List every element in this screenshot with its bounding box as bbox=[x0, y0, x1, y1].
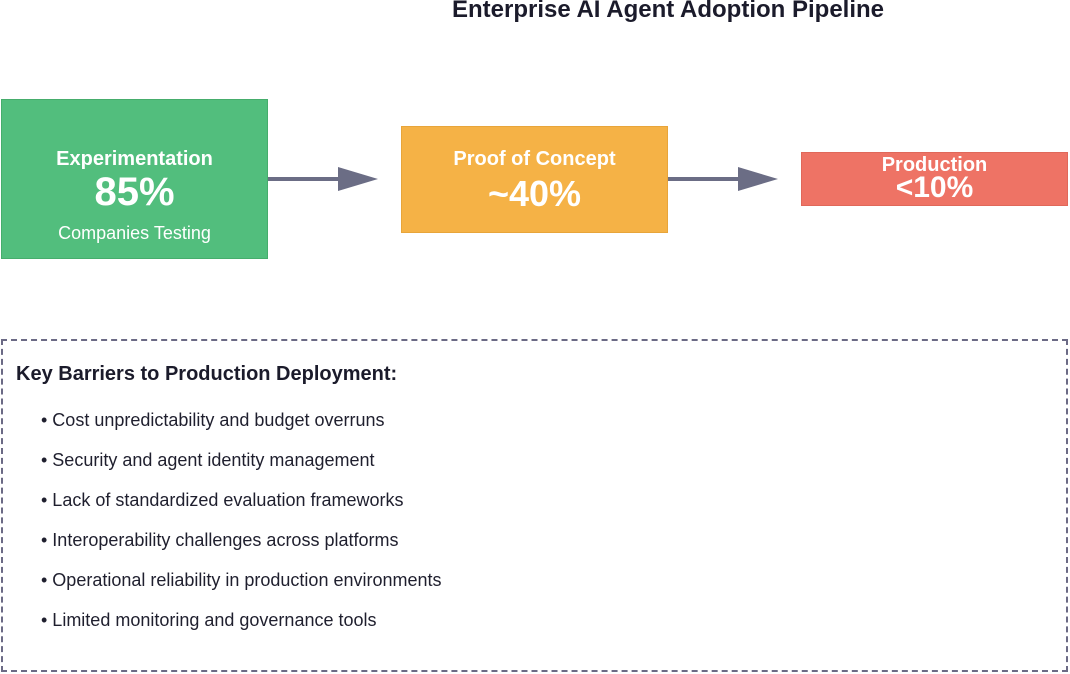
stage-production: Production <10% bbox=[801, 152, 1068, 206]
list-item: • Limited monitoring and governance tool… bbox=[41, 610, 377, 630]
barriers-heading: Key Barriers to Production Deployment: bbox=[16, 363, 398, 385]
list-item: • Lack of standardized evaluation framew… bbox=[41, 490, 404, 510]
list-item: • Operational reliability in production … bbox=[41, 570, 442, 590]
stage-value: 85% bbox=[94, 170, 175, 214]
stage-name: Experimentation bbox=[56, 148, 213, 170]
diagram-title: Enterprise AI Agent Adoption Pipeline bbox=[451, 0, 885, 23]
stage-experimentation: Experimentation 85% Companies Testing bbox=[1, 99, 268, 259]
arrow-right-icon bbox=[668, 167, 778, 191]
list-item: • Interoperability challenges across pla… bbox=[41, 530, 399, 550]
stage-name: Proof of Concept bbox=[453, 148, 616, 170]
stage-subtitle: Companies Testing bbox=[58, 223, 211, 243]
barriers-list: • Cost unpredictability and budget overr… bbox=[41, 409, 442, 649]
stage-value: ~40% bbox=[487, 173, 582, 214]
stage-proof-of-concept: Proof of Concept ~40% bbox=[401, 126, 668, 233]
stage-name: Production bbox=[881, 154, 988, 176]
list-item: • Security and agent identity management bbox=[41, 450, 375, 470]
arrow-right-icon bbox=[268, 167, 378, 191]
stage-value: <10% bbox=[895, 171, 974, 204]
barriers-panel: Key Barriers to Production Deployment: •… bbox=[1, 339, 1068, 672]
list-item: • Cost unpredictability and budget overr… bbox=[41, 410, 385, 430]
